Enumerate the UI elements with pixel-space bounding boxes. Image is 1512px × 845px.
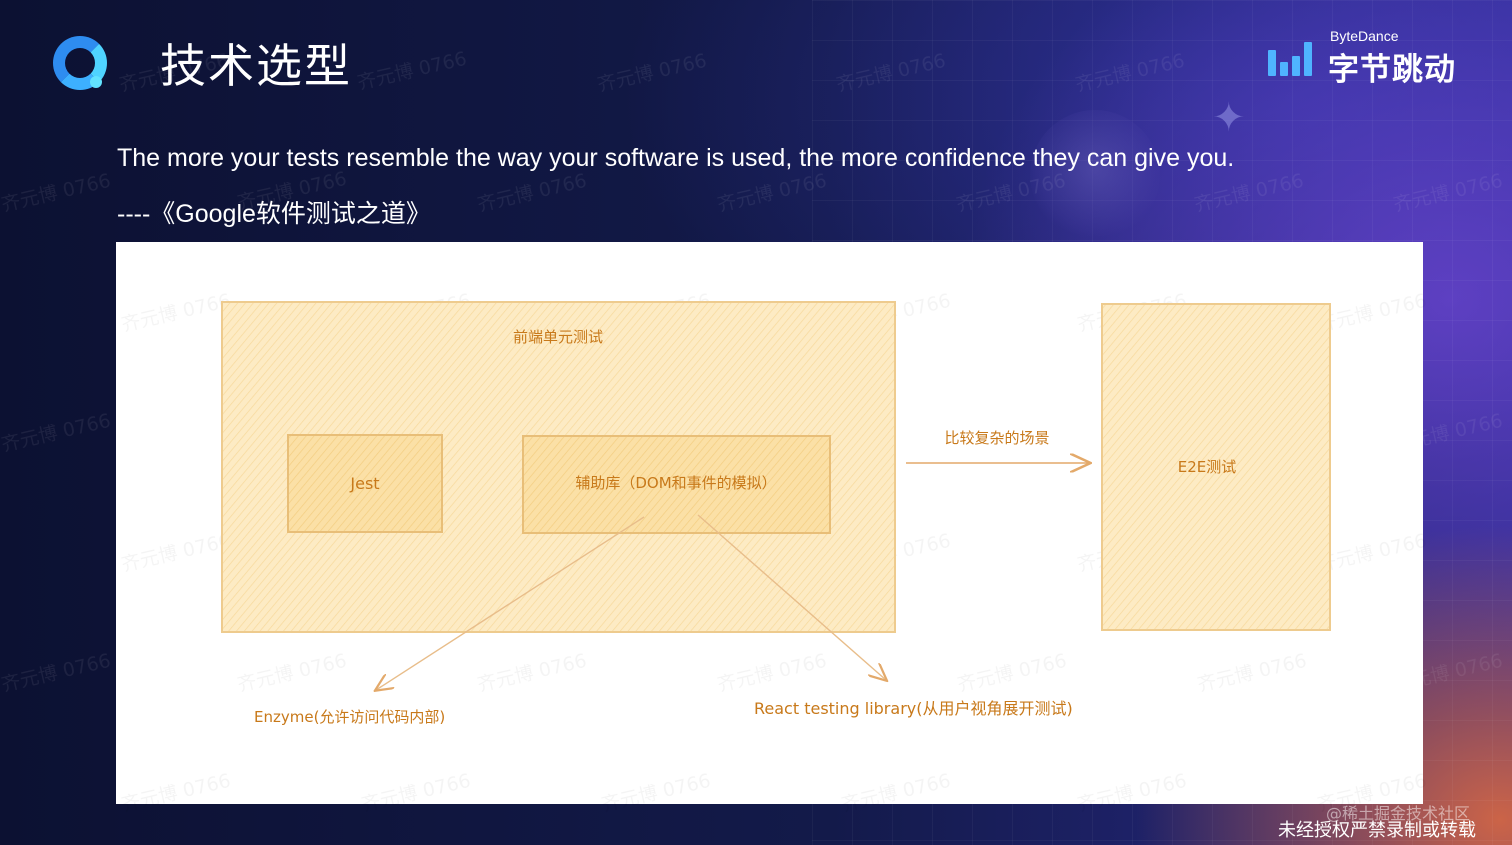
arrow-to-rtl [697,514,886,680]
brand-cn: 字节跳动 [1328,52,1456,88]
app-logo-dot [90,76,102,88]
helper-lib-box [522,435,831,534]
quote-source: ----《Google软件测试之道》 [117,200,431,228]
helper-lib-label: 辅助库（DOM和事件的模拟） [575,474,776,492]
astronaut-decoration [1030,110,1160,240]
bytedance-bars-icon [1268,40,1318,76]
e2e-label: E2E测试 [1178,458,1237,476]
unit-test-label: 前端单元测试 [513,328,603,346]
complex-scenario-label: 比较复杂的场景 [944,429,1049,447]
footer-notice: 未经授权严禁录制或转载 [1278,820,1476,841]
slide-title: 技术选型 [160,39,352,93]
star-icon: ✦ [1212,95,1246,141]
jest-label: Jest [349,474,379,493]
diagram-svg: 前端单元测试 Jest 辅助库（DOM和事件的模拟） E2E测试 比较复杂的场景… [221,301,1331,726]
watermark: 齐元博 0766 [0,169,113,217]
quote-text: The more your tests resemble the way you… [117,144,1235,172]
watermark: 齐元博 0766 [475,169,589,217]
footer-site: @稀土掘金技术社区 [1326,804,1471,823]
arrow-to-enzyme [376,516,645,690]
diagram-panel: 齐元博 0766 齐元博 0766 齐元博 0766 齐元博 0766 齐元博 … [116,242,1429,816]
watermark: 齐元博 0766 [355,47,469,95]
jest-box [287,434,443,533]
watermark: 齐元博 0766 [0,649,113,697]
bytedance-logo: ByteDance 字节跳动 [1268,28,1468,88]
watermark: 齐元博 0766 [0,409,113,457]
brand-en: ByteDance [1330,28,1399,44]
watermark: 齐元博 0766 [595,49,709,97]
enzyme-label: Enzyme(允许访问代码内部) [254,708,445,726]
e2e-box [1101,303,1331,631]
rtl-label: React testing library(从用户视角展开测试) [754,699,1073,718]
